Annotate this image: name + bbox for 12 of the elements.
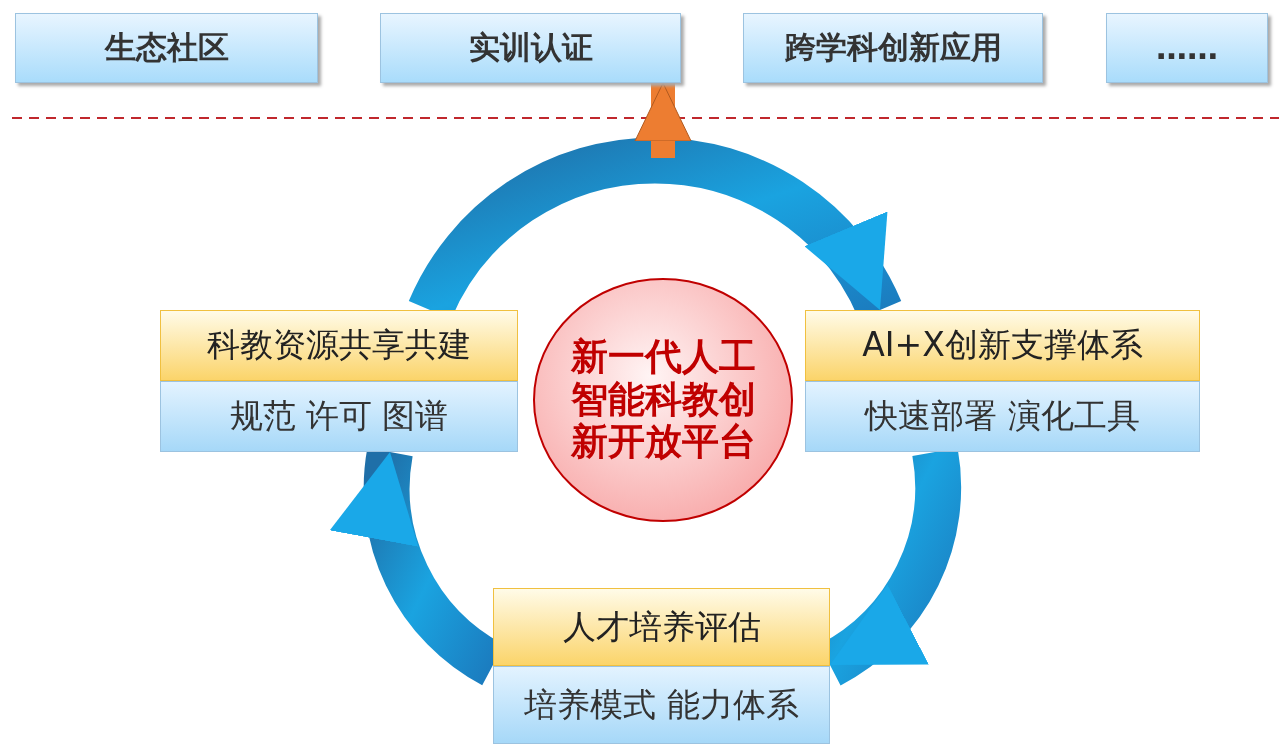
category-box: …… xyxy=(1106,13,1268,83)
up-arrow xyxy=(634,82,692,158)
title-band: AI+X创新支撑体系 xyxy=(805,310,1200,381)
category-box: 实训认证 xyxy=(380,13,681,83)
subtitle-band: 培养模式 能力体系 xyxy=(493,666,830,744)
subtitle-band: 规范 许可 图谱 xyxy=(160,381,518,452)
subtitle-band: 快速部署 演化工具 xyxy=(805,381,1200,452)
title-band: 科教资源共享共建 xyxy=(160,310,518,381)
category-box: 跨学科创新应用 xyxy=(743,13,1043,83)
platform-circle: 新一代人工智能科教创新开放平台 xyxy=(533,278,793,522)
title-band: 人才培养评估 xyxy=(493,588,830,666)
category-box: 生态社区 xyxy=(15,13,318,83)
